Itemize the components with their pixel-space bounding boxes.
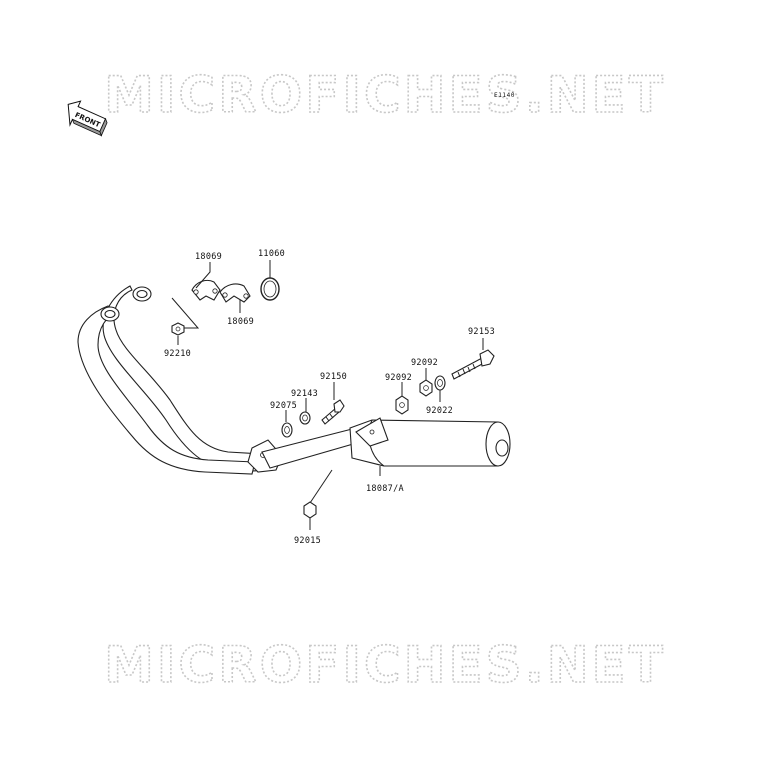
part-label-11060: 11060	[258, 249, 285, 259]
nut-92092-right	[419, 379, 433, 397]
part-label-18069-bottom: 18069	[227, 317, 254, 327]
nut-92092-left	[395, 395, 409, 415]
part-label-92075: 92075	[270, 401, 297, 411]
collar-92143	[299, 411, 311, 425]
nut-92210	[171, 322, 185, 336]
watermark-bottom: MICROFICHES.NET	[104, 636, 666, 694]
muffler	[349, 417, 511, 467]
part-label-92210: 92210	[164, 349, 191, 359]
header-pipe-inner	[77, 305, 256, 475]
washer-92022	[434, 375, 446, 391]
part-label-92092-right: 92092	[411, 358, 438, 368]
header-pipe-outer	[102, 285, 267, 473]
part-label-92015: 92015	[294, 536, 321, 546]
part-label-18087A: 18087/A	[366, 484, 404, 494]
header-flange-1-bore	[136, 289, 148, 299]
clamp-18069-bottom	[219, 283, 251, 303]
part-label-92143: 92143	[291, 389, 318, 399]
part-label-92150: 92150	[320, 372, 347, 382]
part-label-18069-top: 18069	[195, 252, 222, 262]
gasket-11060	[260, 277, 280, 301]
bolt-92150	[321, 399, 345, 425]
bolt-92153	[451, 349, 495, 380]
bolt-92015	[303, 469, 333, 519]
part-label-92022: 92022	[426, 406, 453, 416]
leader-lines	[171, 260, 484, 530]
part-label-92092-left: 92092	[385, 373, 412, 383]
grommet-92075	[281, 422, 293, 438]
connecting-pipe	[261, 427, 361, 469]
front-arrow-icon: FRONT	[67, 100, 108, 137]
watermark-top: MICROFICHES.NET	[104, 66, 666, 124]
header-flange-2-bore	[104, 309, 116, 319]
part-label-92153: 92153	[468, 327, 495, 337]
diagram-code: E1140	[494, 92, 515, 99]
clamp-18069-top	[191, 279, 221, 301]
